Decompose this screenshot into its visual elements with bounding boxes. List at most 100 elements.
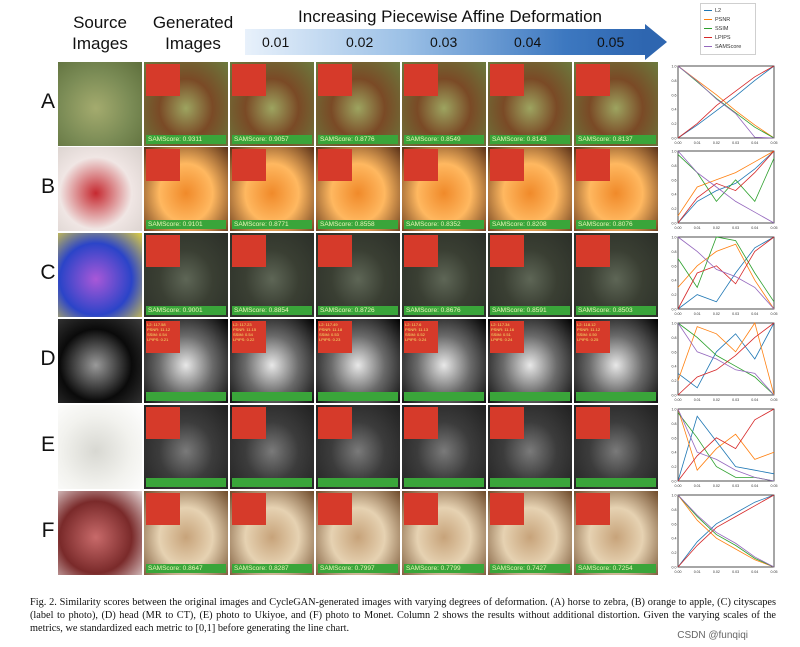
metric-line: L2: 118.12 [577,322,596,327]
plot-frame [677,408,775,482]
deformation-level-label: 0.05 [597,34,625,50]
generated-image: SAMScore: 0.8503 [574,233,658,317]
metrics-overlay [232,64,266,96]
metric-line: L2: 117.58 [147,322,166,327]
y-tick-label: 0.0 [672,480,677,484]
generated-image: SAMScore: 0.7427 [488,491,572,575]
series-line-l2 [677,415,775,482]
samscore-label: SAMScore: 0.8137 [576,135,656,144]
legend-label: SSIM [715,26,729,32]
x-tick-label: 0.02 [713,226,720,230]
samscore-label [146,478,226,487]
metrics-overlay [490,149,524,181]
series-line-psnr [677,243,775,310]
samscore-label: SAMScore: 0.8143 [490,135,570,144]
y-tick-label: 0.0 [672,222,677,226]
y-tick-label: 0.0 [672,566,677,570]
samscore-label: SAMScore: 0.8854 [232,306,312,315]
x-tick-label: 0.04 [751,312,758,316]
samscore-label [576,478,656,487]
samscore-label: SAMScore: 0.8352 [404,220,484,229]
legend-entry: SAMScore [704,44,741,50]
x-tick-label: 0.03 [732,484,739,488]
source-image [58,147,142,231]
metrics-overlay [404,493,438,525]
legend-swatch [704,19,712,21]
samscore-label: SAMScore: 0.8647 [146,564,226,573]
generated-image: SAMScore: 0.8647 [144,491,228,575]
samscore-label: SAMScore: 0.9001 [146,306,226,315]
samscore-label [232,392,312,401]
metric-line: LPIPS: 0.24 [491,337,513,342]
x-tick-label: 0.03 [732,570,739,574]
series-line-samscore [677,236,775,310]
x-tick-label: 0.01 [694,226,701,230]
metric-line: L2: 117.23 [233,322,252,327]
series-line-ssim [677,65,775,139]
x-tick-label: 0.04 [751,484,758,488]
metrics-overlay [404,235,438,267]
x-tick-label: 0.05 [771,226,778,230]
metric-line: SSIM: 0.50 [577,332,597,337]
y-tick-label: 1.0 [672,150,677,154]
row-label: B [40,175,55,198]
deformation-level-label: 0.02 [346,34,374,50]
source-image [58,405,142,489]
x-tick-label: 0.01 [694,398,701,402]
metrics-overlay [490,64,524,96]
x-tick-label: 0.00 [675,570,682,574]
samscore-label [490,392,570,401]
y-tick-label: 0.6 [672,178,677,182]
series-line-lpips [677,408,775,482]
samscore-label [146,392,226,401]
metrics-overlay [404,407,438,439]
series-line-ssim [677,236,775,303]
y-tick-label: 1.0 [672,408,677,412]
watermark: CSDN @funqiqi [677,630,748,641]
y-tick-label: 0.6 [672,93,677,97]
metrics-overlay [576,149,610,181]
y-tick-label: 0.4 [672,108,677,112]
x-tick-label: 0.00 [675,141,682,145]
legend-swatch [704,28,712,30]
source-image [58,62,142,146]
generated-image: SAMScore: 0.7997 [316,491,400,575]
metric-line: LPIPS: 0.23 [319,337,341,342]
legend-entry: SSIM [704,26,728,32]
samscore-label: SAMScore: 0.9101 [146,220,226,229]
generated-image: SAMScore: 0.9101 [144,147,228,231]
metric-line: L2: 117.34 [491,322,510,327]
x-tick-label: 0.03 [732,312,739,316]
y-tick-label: 0.0 [672,137,677,141]
y-tick-label: 1.0 [672,236,677,240]
y-tick-label: 0.4 [672,365,677,369]
x-tick-label: 0.00 [675,484,682,488]
samscore-label [404,478,484,487]
y-tick-label: 0.8 [672,79,677,83]
metrics-overlay [146,407,180,439]
generated-image: SAMScore: 0.8591 [488,233,572,317]
generated-image [488,405,572,489]
metrics-overlay [232,235,266,267]
metric-line: LPIPS: 0.22 [233,337,255,342]
metric-line: LPIPS: 0.25 [577,337,599,342]
x-tick-label: 0.04 [751,141,758,145]
samscore-label: SAMScore: 0.8676 [404,306,484,315]
series-line-psnr [677,150,775,217]
generated-image: SAMScore: 0.8549 [402,62,486,146]
metrics-overlay [146,493,180,525]
series-line-psnr [677,494,775,568]
metrics-overlay [232,149,266,181]
metrics-overlay [490,493,524,525]
generated-image: SAMScore: 0.8676 [402,233,486,317]
